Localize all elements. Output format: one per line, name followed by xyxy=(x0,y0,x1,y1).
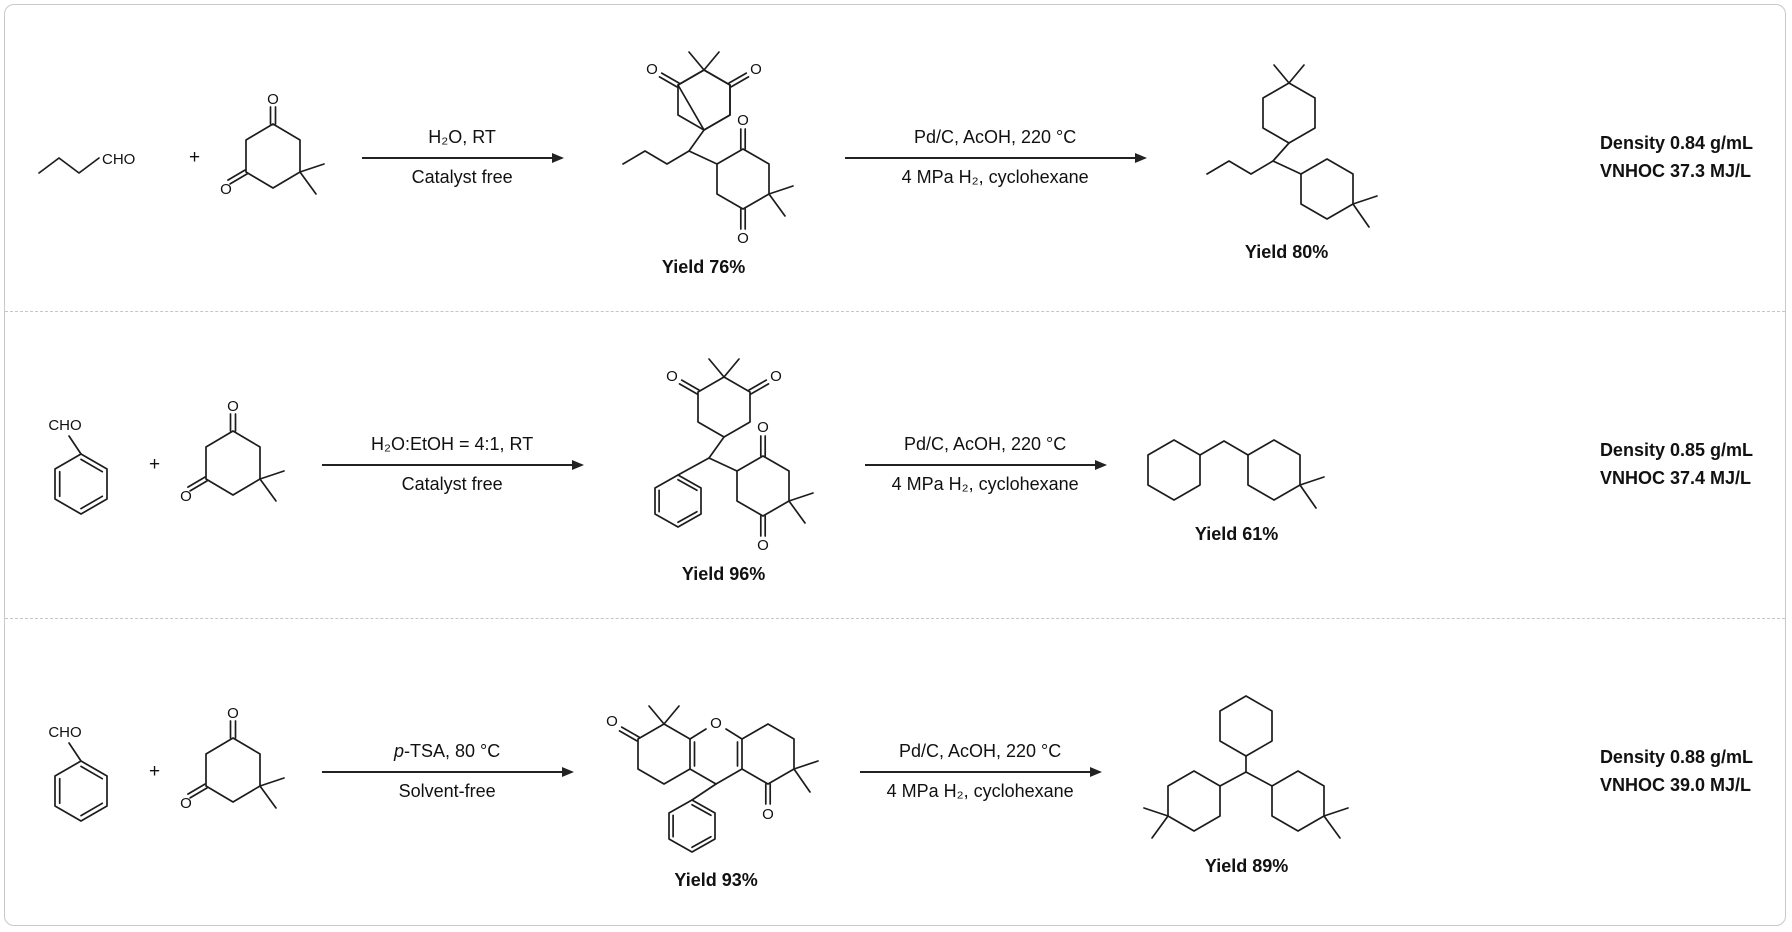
reactant-dimedone: O O xyxy=(178,708,298,836)
reaction-arrow xyxy=(362,157,563,159)
dimedone-structure: O O xyxy=(180,401,285,505)
reaction-arrow xyxy=(865,464,1106,466)
intermediate-yield-label: Yield 96% xyxy=(681,564,766,584)
tricyclohexylmethane-structure xyxy=(1143,695,1349,839)
cho-label: CHO xyxy=(48,724,81,741)
intermediate-1: O O O O Yield 76% xyxy=(586,38,821,278)
benzaldehyde-structure: CHO xyxy=(48,417,108,515)
oxygen-label: O xyxy=(762,806,774,823)
dicyclohexylmethane-structure xyxy=(1147,439,1325,509)
oxygen-label: O xyxy=(750,61,762,78)
product-2: Yield 61% xyxy=(1129,385,1344,545)
oxygen-label: O xyxy=(737,230,749,247)
oxygen-label: O xyxy=(666,368,678,385)
plus-sign: + xyxy=(189,147,201,168)
conditions-below: 4 MPa H₂, cyclohexane xyxy=(891,473,1079,494)
reaction-step-1: H₂O, RT Catalyst free xyxy=(362,127,563,187)
conditions-above: Pd/C, AcOH, 220 °C xyxy=(898,741,1062,762)
benzaldehyde-structure: CHO xyxy=(48,724,108,822)
vnhoc-value: VNHOC 37.4 MJ/L xyxy=(1599,468,1751,488)
bisdimedone-butylidene-structure: O O O O xyxy=(622,51,794,247)
reaction-arrow xyxy=(322,771,573,773)
fuel-properties: Density 0.84 g/mL VNHOC 37.3 MJ/L xyxy=(1600,130,1759,186)
intermediate-yield-label: Yield 76% xyxy=(661,257,746,277)
reaction-step-1: p-TSA, 80 °C Solvent-free xyxy=(322,741,573,801)
reactant-dimedone: O O xyxy=(178,401,298,529)
reaction-scheme-figure: CHO + O O H₂O, RT Catalyst free xyxy=(4,4,1786,926)
branched-alkane-structure xyxy=(1206,64,1378,228)
reactant-benzaldehyde: CHO xyxy=(31,396,131,534)
product-yield-label: Yield 89% xyxy=(1204,856,1289,876)
plus-sign: + xyxy=(149,761,161,782)
reaction-arrow xyxy=(322,464,583,466)
oxygen-label: O xyxy=(757,419,769,436)
product-yield-label: Yield 61% xyxy=(1194,524,1279,544)
cho-label: CHO xyxy=(48,417,81,434)
conditions-above: Pd/C, AcOH, 220 °C xyxy=(903,434,1067,455)
oxygen-label: O xyxy=(267,94,279,108)
oxygen-label: O xyxy=(757,537,769,554)
product-1: Yield 80% xyxy=(1169,53,1404,263)
reaction-row-2: CHO + O O H₂O:EtOH = 4:1, RT Catalyst fr… xyxy=(5,311,1785,618)
oxygen-label: O xyxy=(220,181,232,198)
vnhoc-value: VNHOC 39.0 MJ/L xyxy=(1599,775,1751,795)
oxygen-label: O xyxy=(227,401,239,415)
reaction-step-1: H₂O:EtOH = 4:1, RT Catalyst free xyxy=(322,434,583,494)
conditions-text: H₂O, RT xyxy=(428,127,496,148)
reaction-row-3: CHO + O O p-TSA, 80 °C Solvent-free xyxy=(5,618,1785,925)
dimedone-structure: O O xyxy=(220,94,325,198)
reactant-benzaldehyde: CHO xyxy=(31,703,131,841)
ring-oxygen-label: O xyxy=(710,715,722,732)
butyraldehyde-structure: CHO xyxy=(38,151,135,174)
cho-label: CHO xyxy=(102,151,135,168)
conditions-above: Pd/C, AcOH, 220 °C xyxy=(913,127,1077,148)
conditions-text: -TSA, 80 °C xyxy=(404,741,501,762)
oxygen-label: O xyxy=(770,368,782,385)
fuel-properties: Density 0.88 g/mL VNHOC 39.0 MJ/L xyxy=(1600,744,1759,800)
reaction-arrow xyxy=(845,157,1146,159)
oxygen-label: O xyxy=(180,488,192,505)
conditions-below: Catalyst free xyxy=(411,166,513,187)
oxygen-label: O xyxy=(646,61,658,78)
conditions-below: Catalyst free xyxy=(401,473,503,494)
oxygen-label: O xyxy=(606,713,618,730)
density-value: Density 0.88 g/mL xyxy=(1599,747,1753,768)
reactant-butyraldehyde: CHO xyxy=(31,123,171,193)
reaction-arrow xyxy=(860,771,1101,773)
reaction-row-1: CHO + O O H₂O, RT Catalyst free xyxy=(5,5,1785,311)
conditions-below: 4 MPa H₂, cyclohexane xyxy=(886,780,1074,801)
conditions-above: H₂O, RT xyxy=(428,127,496,148)
dimedone-structure: O O xyxy=(180,708,285,812)
conditions-below: 4 MPa H₂, cyclohexane xyxy=(901,166,1089,187)
conditions-text: H₂O:EtOH = 4:1, RT xyxy=(371,434,534,455)
plus-sign: + xyxy=(149,454,161,475)
phenyl-xanthenedione-structure: O O O xyxy=(606,704,819,853)
intermediate-yield-label: Yield 93% xyxy=(674,869,758,890)
conditions-below: Solvent-free xyxy=(398,780,496,801)
reaction-step-2: Pd/C, AcOH, 220 °C 4 MPa H₂, cyclohexane xyxy=(845,127,1146,187)
density-value: Density 0.84 g/mL xyxy=(1599,133,1753,154)
intermediate-3: O O O Yield 93% xyxy=(596,654,836,891)
intermediate-2: O O O O Yield 96% xyxy=(606,345,841,585)
product-3: Yield 89% xyxy=(1124,667,1369,877)
conditions-above: p-TSA, 80 °C xyxy=(393,741,501,762)
oxygen-label: O xyxy=(737,112,749,129)
product-yield-label: Yield 80% xyxy=(1244,242,1329,262)
reaction-step-2: Pd/C, AcOH, 220 °C 4 MPa H₂, cyclohexane xyxy=(860,741,1101,801)
conditions-above: H₂O:EtOH = 4:1, RT xyxy=(371,434,534,455)
oxygen-label: O xyxy=(180,795,192,812)
fuel-properties: Density 0.85 g/mL VNHOC 37.4 MJ/L xyxy=(1600,437,1759,493)
reaction-step-2: Pd/C, AcOH, 220 °C 4 MPa H₂, cyclohexane xyxy=(865,434,1106,494)
vnhoc-value: VNHOC 37.3 MJ/L xyxy=(1599,161,1751,181)
reactant-dimedone: O O xyxy=(218,94,338,222)
bisdimedone-benzylidene-structure: O O O O xyxy=(654,358,814,554)
conditions-italic-part: p xyxy=(393,741,404,762)
density-value: Density 0.85 g/mL xyxy=(1599,440,1753,461)
oxygen-label: O xyxy=(227,708,239,722)
